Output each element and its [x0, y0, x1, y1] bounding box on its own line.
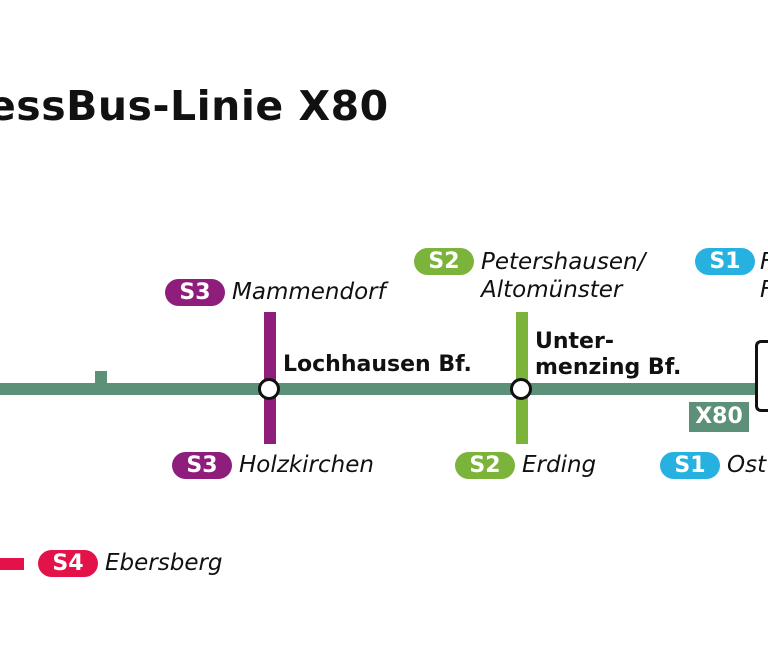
- bus-line-x80: [0, 383, 760, 395]
- map-title: essBus-Linie X80: [0, 82, 389, 130]
- s2-destination-petershausen: Petershausen/ Altomünster: [481, 249, 646, 303]
- s1-destination-ost: Ost: [727, 452, 767, 478]
- s2-badge-south: S2: [455, 452, 515, 479]
- terminal-station-box[interactable]: [755, 340, 768, 412]
- s1-badge-south: S1: [660, 452, 720, 479]
- s3-badge-north: S3: [165, 279, 225, 306]
- bus-line-label-x80: X80: [689, 402, 749, 432]
- station-marker-lochhausen[interactable]: [258, 378, 280, 400]
- s2-destination-erding: Erding: [522, 452, 597, 478]
- s4-destination-ebersberg: Ebersberg: [105, 550, 223, 576]
- bus-line-stub: [95, 371, 107, 385]
- s3-destination-holzkirchen: Holzkirchen: [239, 452, 374, 478]
- s3-badge-south: S3: [172, 452, 232, 479]
- s2-badge-north: S2: [414, 248, 474, 275]
- station-marker-untermenzing[interactable]: [510, 378, 532, 400]
- s1-badge-north: S1: [695, 248, 755, 275]
- s3-destination-mammendorf: Mammendorf: [232, 279, 386, 305]
- s4-line-stub: [0, 558, 24, 570]
- station-label-untermenzing: Unter- menzing Bf.: [535, 329, 682, 380]
- station-label-lochhausen: Lochhausen Bf.: [283, 352, 472, 377]
- s1-destination-north: F F: [760, 248, 768, 304]
- s4-badge: S4: [38, 550, 98, 577]
